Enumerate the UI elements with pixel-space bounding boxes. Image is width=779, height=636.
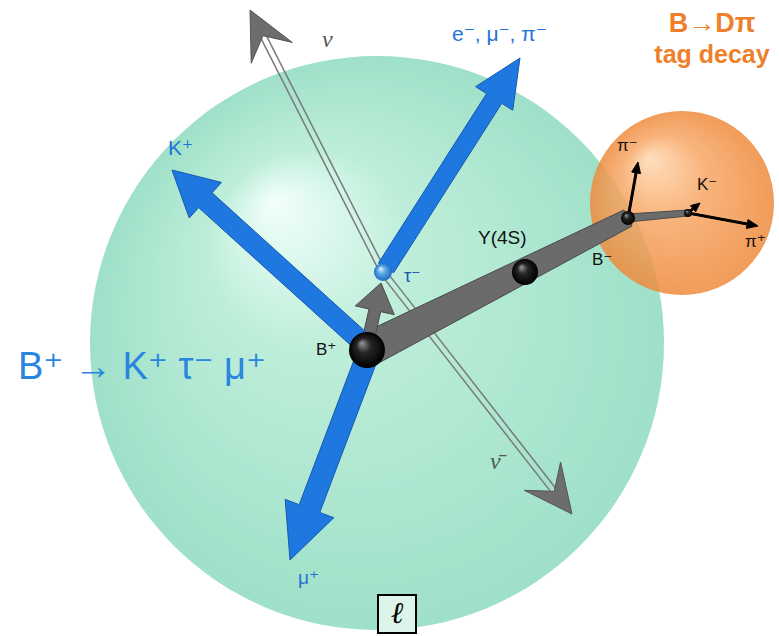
muon-arrow — [285, 358, 375, 560]
resonance-label: Υ(4S) — [478, 227, 527, 249]
label-slot: K⁺ — [168, 136, 193, 160]
d-track — [628, 210, 689, 222]
neutrino-arrow-line — [266, 34, 386, 270]
particle-label: B⁺ — [316, 340, 336, 360]
particle-label: μ⁺ — [298, 567, 319, 589]
tau-ball — [374, 263, 392, 281]
label-slot: π⁺ — [745, 232, 766, 252]
node-text: B⁺ → K⁺ τ⁻ μ⁺ — [18, 345, 266, 389]
kaon-arrow — [172, 170, 369, 349]
pion-arrow — [688, 212, 758, 228]
upsilon-ball — [512, 259, 538, 285]
particle-label: e⁻, μ⁻, π⁻ — [452, 22, 547, 46]
sphere-fill — [90, 56, 664, 630]
node-text: B→Dπ — [669, 8, 756, 39]
label-slot: B⁻ — [592, 250, 612, 270]
particle-label: K⁻ — [697, 175, 717, 195]
tag-sphere: B→Dπtag decay — [589, 110, 775, 296]
text-slot: B⁺ → K⁺ τ⁻ μ⁺ — [18, 345, 266, 389]
label-slot: ν̄ — [490, 448, 501, 476]
label-slot: e⁻, μ⁻, π⁻ — [452, 22, 547, 46]
text-slot: B→Dπ — [647, 8, 777, 39]
lepton-box: ℓ — [377, 594, 418, 635]
particle-label: τ⁻ — [404, 266, 421, 287]
sphere-fill — [590, 111, 774, 295]
particle-label: π⁻ — [617, 136, 638, 156]
b-plus-ball — [349, 332, 385, 368]
d-meson-ball — [684, 209, 692, 217]
neutrino-label: ν̄ — [490, 448, 501, 476]
node-text: tag decay — [654, 40, 769, 69]
particle-label: K⁺ — [168, 136, 193, 160]
node-text: ℓ — [391, 596, 404, 631]
label-slot: μ⁺ — [298, 567, 319, 589]
text-slot: tag decay — [647, 40, 777, 69]
neutrino-label: ν — [322, 26, 333, 54]
sphere-outline — [589, 110, 775, 296]
b-minus-ball — [621, 211, 635, 225]
label-slot: B⁺ — [316, 340, 336, 360]
particle-label: π⁺ — [745, 232, 766, 252]
label-slot: τ⁻ — [404, 266, 421, 287]
label-slot: K⁻ — [697, 175, 717, 195]
label-slot: Υ(4S) — [478, 227, 527, 249]
label-slot: π⁻ — [617, 136, 638, 156]
neutrino-arrow-line — [260, 37, 380, 273]
pion-arrow — [627, 162, 640, 218]
antineutrino-arrow-head — [524, 462, 572, 514]
label-slot: ν — [322, 26, 333, 54]
text-slot: ℓ — [391, 596, 404, 631]
particle-label: B⁻ — [592, 250, 612, 270]
neutrino-arrow-head — [250, 10, 292, 63]
